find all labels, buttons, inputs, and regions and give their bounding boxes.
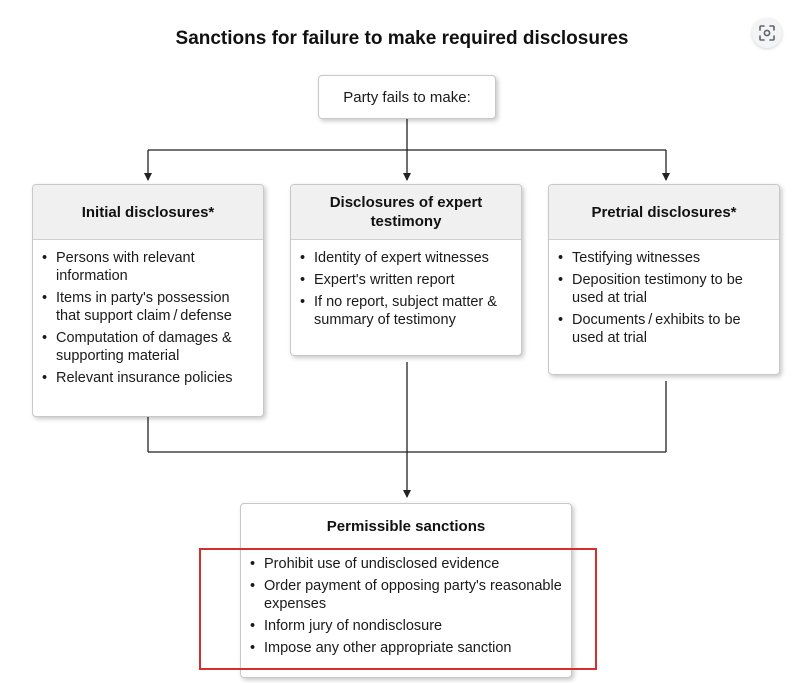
permissible-sanctions-box: Permissible sanctions Prohibit use of un… <box>240 503 572 678</box>
pretrial-disclosures-heading: Pretrial disclosures* <box>549 185 779 240</box>
visual-search-icon <box>759 25 775 41</box>
list-item: Order payment of opposing party's reason… <box>249 577 563 613</box>
list-item: Impose any other appropriate sanction <box>249 639 563 657</box>
expert-testimony-box: Disclosures of expert testimony Identity… <box>290 184 522 356</box>
list-item: Testifying witnesses <box>557 249 771 267</box>
list-item: Documents / exhibits to be used at trial <box>557 311 771 347</box>
permissible-sanctions-heading: Permissible sanctions <box>241 504 571 548</box>
list-item: Expert's written report <box>299 271 513 289</box>
start-node: Party fails to make: <box>318 75 496 119</box>
list-item: Deposition testimony to be used at trial <box>557 271 771 307</box>
visual-search-button[interactable] <box>752 18 782 48</box>
list-item: Items in party's possession that support… <box>41 289 255 325</box>
pretrial-disclosures-box: Pretrial disclosures* Testifying witness… <box>548 184 780 375</box>
list-item: Prohibit use of undisclosed evidence <box>249 555 563 573</box>
expert-testimony-list: Identity of expert witnesses Expert's wr… <box>291 240 521 329</box>
initial-disclosures-list: Persons with relevant information Items … <box>33 240 263 387</box>
initial-disclosures-box: Initial disclosures* Persons with releva… <box>32 184 264 417</box>
highlight-rectangle <box>199 548 597 670</box>
diagram-title: Sanctions for failure to make required d… <box>175 28 629 49</box>
pretrial-disclosures-list: Testifying witnesses Deposition testimon… <box>549 240 779 347</box>
list-item: Inform jury of nondisclosure <box>249 617 563 635</box>
expert-testimony-heading: Disclosures of expert testimony <box>291 185 521 240</box>
list-item: If no report, subject matter & summary o… <box>299 293 513 329</box>
start-node-label: Party fails to make: <box>343 88 471 106</box>
list-item: Relevant insurance policies <box>41 369 255 387</box>
list-item: Persons with relevant information <box>41 249 255 285</box>
list-item: Identity of expert witnesses <box>299 249 513 267</box>
list-item: Computation of damages & supporting mate… <box>41 329 255 365</box>
initial-disclosures-heading: Initial disclosures* <box>33 185 263 240</box>
permissible-sanctions-list: Prohibit use of undisclosed evidence Ord… <box>241 548 571 657</box>
